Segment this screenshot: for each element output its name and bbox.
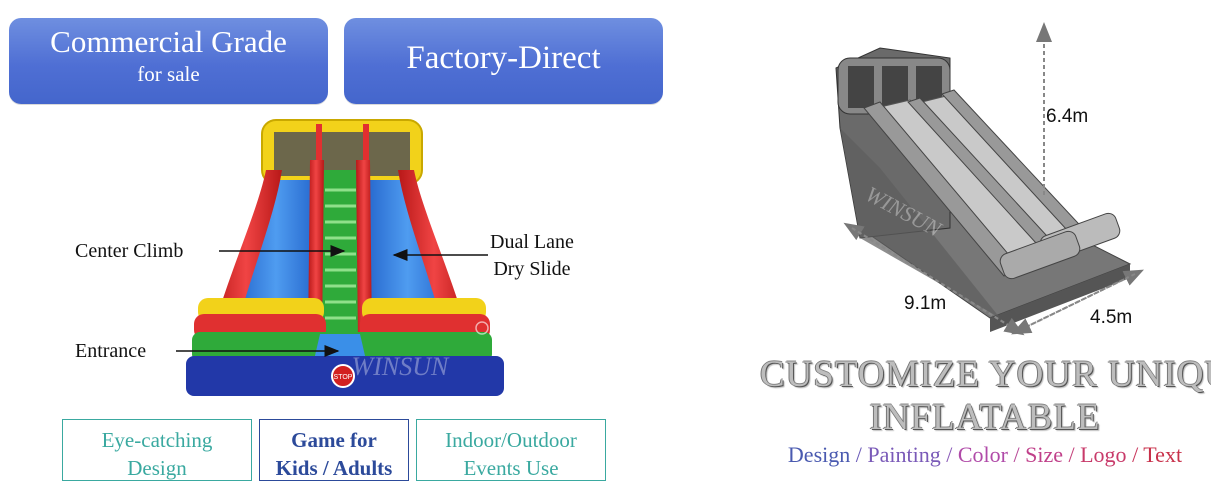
option-painting: Painting [867, 442, 941, 467]
feature-box-indoor-outdoor: Indoor/Outdoor Events Use [416, 419, 606, 481]
dual-lane-line1: Dual Lane [490, 231, 574, 253]
grey-slide-3d-illustration: WINSUN [835, 47, 1132, 332]
feature-3-line2: Events Use [463, 456, 559, 480]
dimension-arrows [843, 22, 1144, 336]
customize-headline-line2: INFLATABLE [869, 397, 1101, 438]
customize-options: Design / Painting / Color / Size / Logo … [760, 442, 1210, 468]
length-dimension-label: 9.1m [904, 293, 947, 314]
option-text: Text [1143, 442, 1183, 467]
feature-1-line2: Design [127, 456, 187, 480]
option-logo: Logo [1080, 442, 1127, 467]
dual-lane-line2: Dry Slide [493, 258, 571, 280]
entrance-label: Entrance [75, 340, 147, 362]
option-design: Design [787, 442, 851, 467]
feature-1-line1: Eye-catching [101, 428, 213, 452]
width-dimension-label: 4.5m [1090, 307, 1133, 328]
feature-box-game-for: Game for Kids / Adults [259, 419, 409, 481]
feature-2-line1: Game for [291, 428, 377, 452]
feature-2-line2: Kids / Adults [275, 456, 393, 480]
commercial-grade-text: Commercial Grade [50, 24, 287, 59]
customize-headline-line1: CUSTOMIZE YOUR UNIQUE [760, 354, 1211, 395]
option-separator: / [1007, 442, 1026, 467]
feature-box-eye-catching: Eye-catching Design [62, 419, 252, 481]
height-dimension-label: 6.4m [1046, 106, 1089, 127]
option-separator: / [1062, 442, 1081, 467]
option-separator: / [850, 442, 868, 467]
option-size: Size [1025, 442, 1063, 467]
factory-direct-banner: Factory-Direct [344, 18, 663, 104]
feature-3-line1: Indoor/Outdoor [445, 428, 577, 452]
stop-sign-text: STOP [334, 374, 353, 381]
option-separator: / [940, 442, 958, 467]
dual-lane-label: Dual Lane Dry Slide [490, 229, 574, 283]
callout-arrows [176, 245, 488, 357]
commercial-grade-banner: Commercial Grade for sale [9, 18, 328, 104]
option-color: Color [957, 442, 1008, 467]
for-sale-text: for sale [137, 62, 200, 86]
factory-direct-text: Factory-Direct [406, 40, 601, 76]
winsun-watermark: WINSUN [352, 352, 450, 381]
option-separator: / [1126, 442, 1144, 467]
center-climb-label: Center Climb [75, 240, 184, 262]
